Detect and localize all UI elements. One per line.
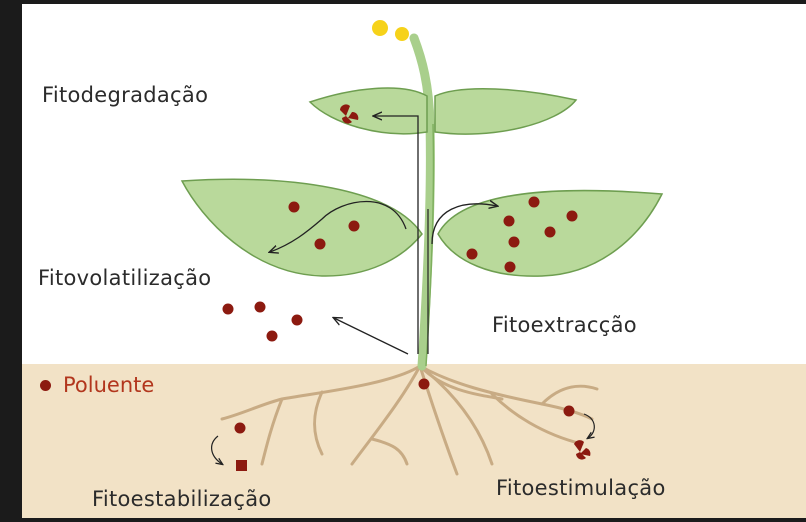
fitovolatilizacao-release-arrow <box>334 318 408 354</box>
plant-illustration <box>22 4 806 518</box>
legend-label: Poluente <box>63 373 154 397</box>
upper-left-leaf <box>310 88 427 134</box>
roots <box>222 366 597 474</box>
fitodegradacao-label: Fitodegradação <box>42 83 208 107</box>
legend: Poluente <box>40 373 154 397</box>
upper-right-leaf <box>435 89 576 134</box>
lower-left-leaf <box>182 179 422 276</box>
flower-bud-left <box>372 20 388 36</box>
fitoestabilizacao-label: Fitoestabilização <box>92 487 272 511</box>
stabilized-pollutant-icon <box>236 460 247 471</box>
diagram-panel: Fitodegradação Fitovolatilização Fitoext… <box>22 4 806 518</box>
fitoextraccao-label: Fitoextracção <box>492 313 637 337</box>
fitoestabilizacao-arrow <box>212 436 222 464</box>
pollutant-dot-icon <box>40 380 51 391</box>
flower-bud-right <box>395 27 409 41</box>
fitoestimulacao-label: Fitoestimulação <box>496 476 666 500</box>
fitovolatilizacao-label: Fitovolatilização <box>38 266 211 290</box>
stimulated-pollutant-icon <box>574 440 590 459</box>
